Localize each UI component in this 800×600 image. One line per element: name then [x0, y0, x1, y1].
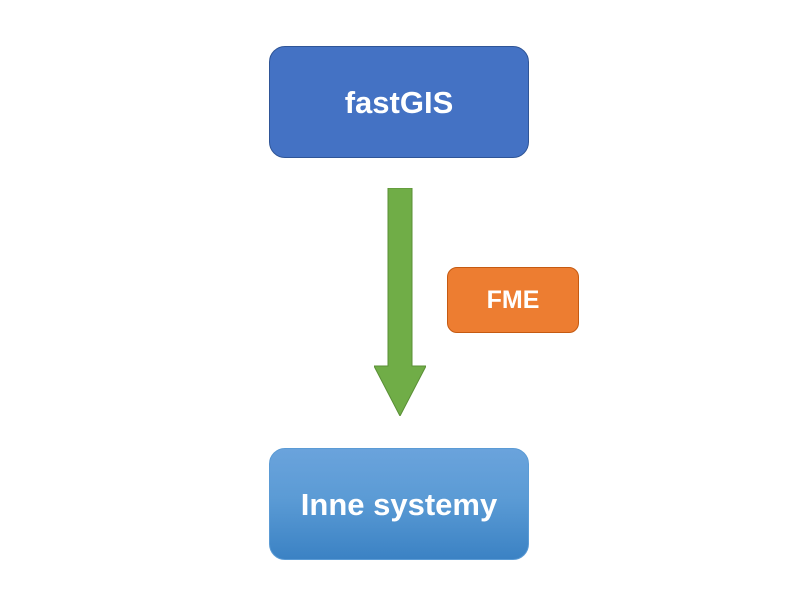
source-node-label: fastGIS: [344, 84, 454, 120]
source-node: fastGIS: [269, 46, 529, 158]
down-arrow-icon: [374, 188, 426, 416]
target-node: Inne systemy: [269, 448, 529, 560]
target-node-label: Inne systemy: [300, 486, 498, 522]
process-node: FME: [447, 267, 579, 333]
arrow-shape: [374, 188, 426, 416]
process-node-label: FME: [486, 285, 540, 314]
